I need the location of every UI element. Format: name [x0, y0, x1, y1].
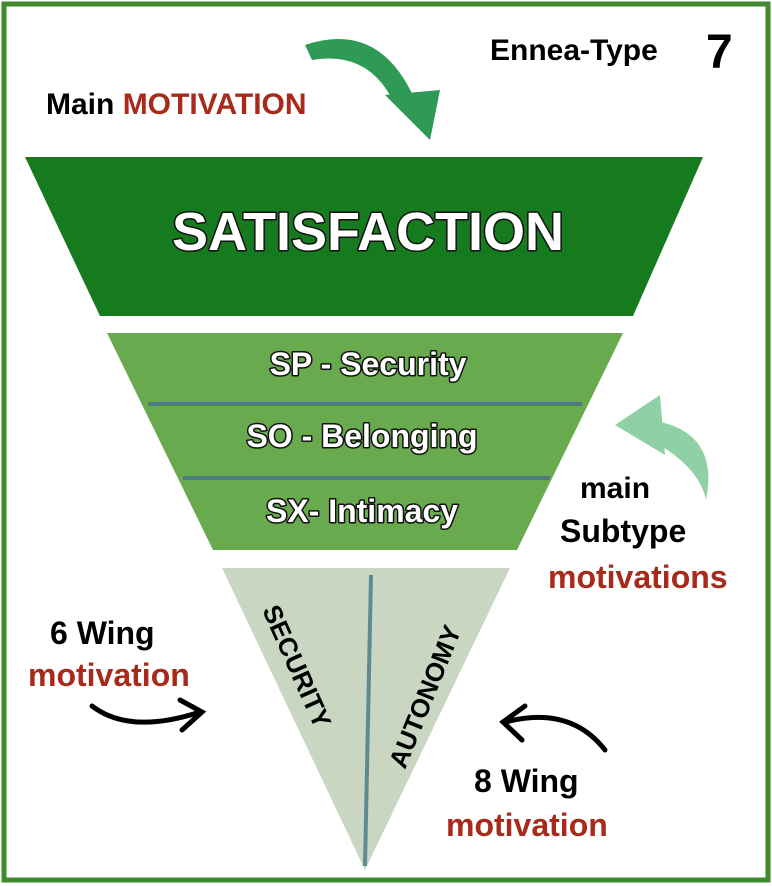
- left-wing-caption-motivation: motivation: [28, 657, 190, 693]
- arrow-right-icon: [89, 697, 207, 733]
- subtype-caption-motivations: motivations: [548, 559, 728, 595]
- ennea-type-label: Ennea-Type: [490, 34, 658, 67]
- subtype-so: SO - Belonging: [246, 418, 477, 454]
- curved-arrow-icon: [615, 395, 709, 500]
- subtype-caption-main: main: [580, 472, 650, 505]
- subtype-caption-subtype: Subtype: [560, 513, 686, 549]
- left-wing-caption-title: 6 Wing: [50, 615, 155, 651]
- wing-divider: [363, 574, 373, 867]
- main-motivation-label: Main MOTIVATION: [46, 88, 307, 121]
- right-wing-caption-motivation: motivation: [446, 807, 608, 843]
- subtype-band: [107, 333, 623, 550]
- ennea-type-number: 7: [706, 26, 733, 79]
- right-wing-caption-title: 8 Wing: [474, 763, 579, 799]
- main-highlight: MOTIVATION: [123, 88, 307, 121]
- core-motivation-band: [25, 157, 703, 316]
- main-prefix: Main: [46, 88, 114, 121]
- curved-arrow-icon: [305, 39, 440, 140]
- subtype-sp: SP - Security: [270, 346, 467, 382]
- arrow-left-icon: [499, 703, 608, 753]
- core-label: SATISFACTION: [172, 202, 564, 262]
- wing-triangle: [222, 568, 510, 870]
- subtype-sx: SX- Intimacy: [266, 493, 458, 529]
